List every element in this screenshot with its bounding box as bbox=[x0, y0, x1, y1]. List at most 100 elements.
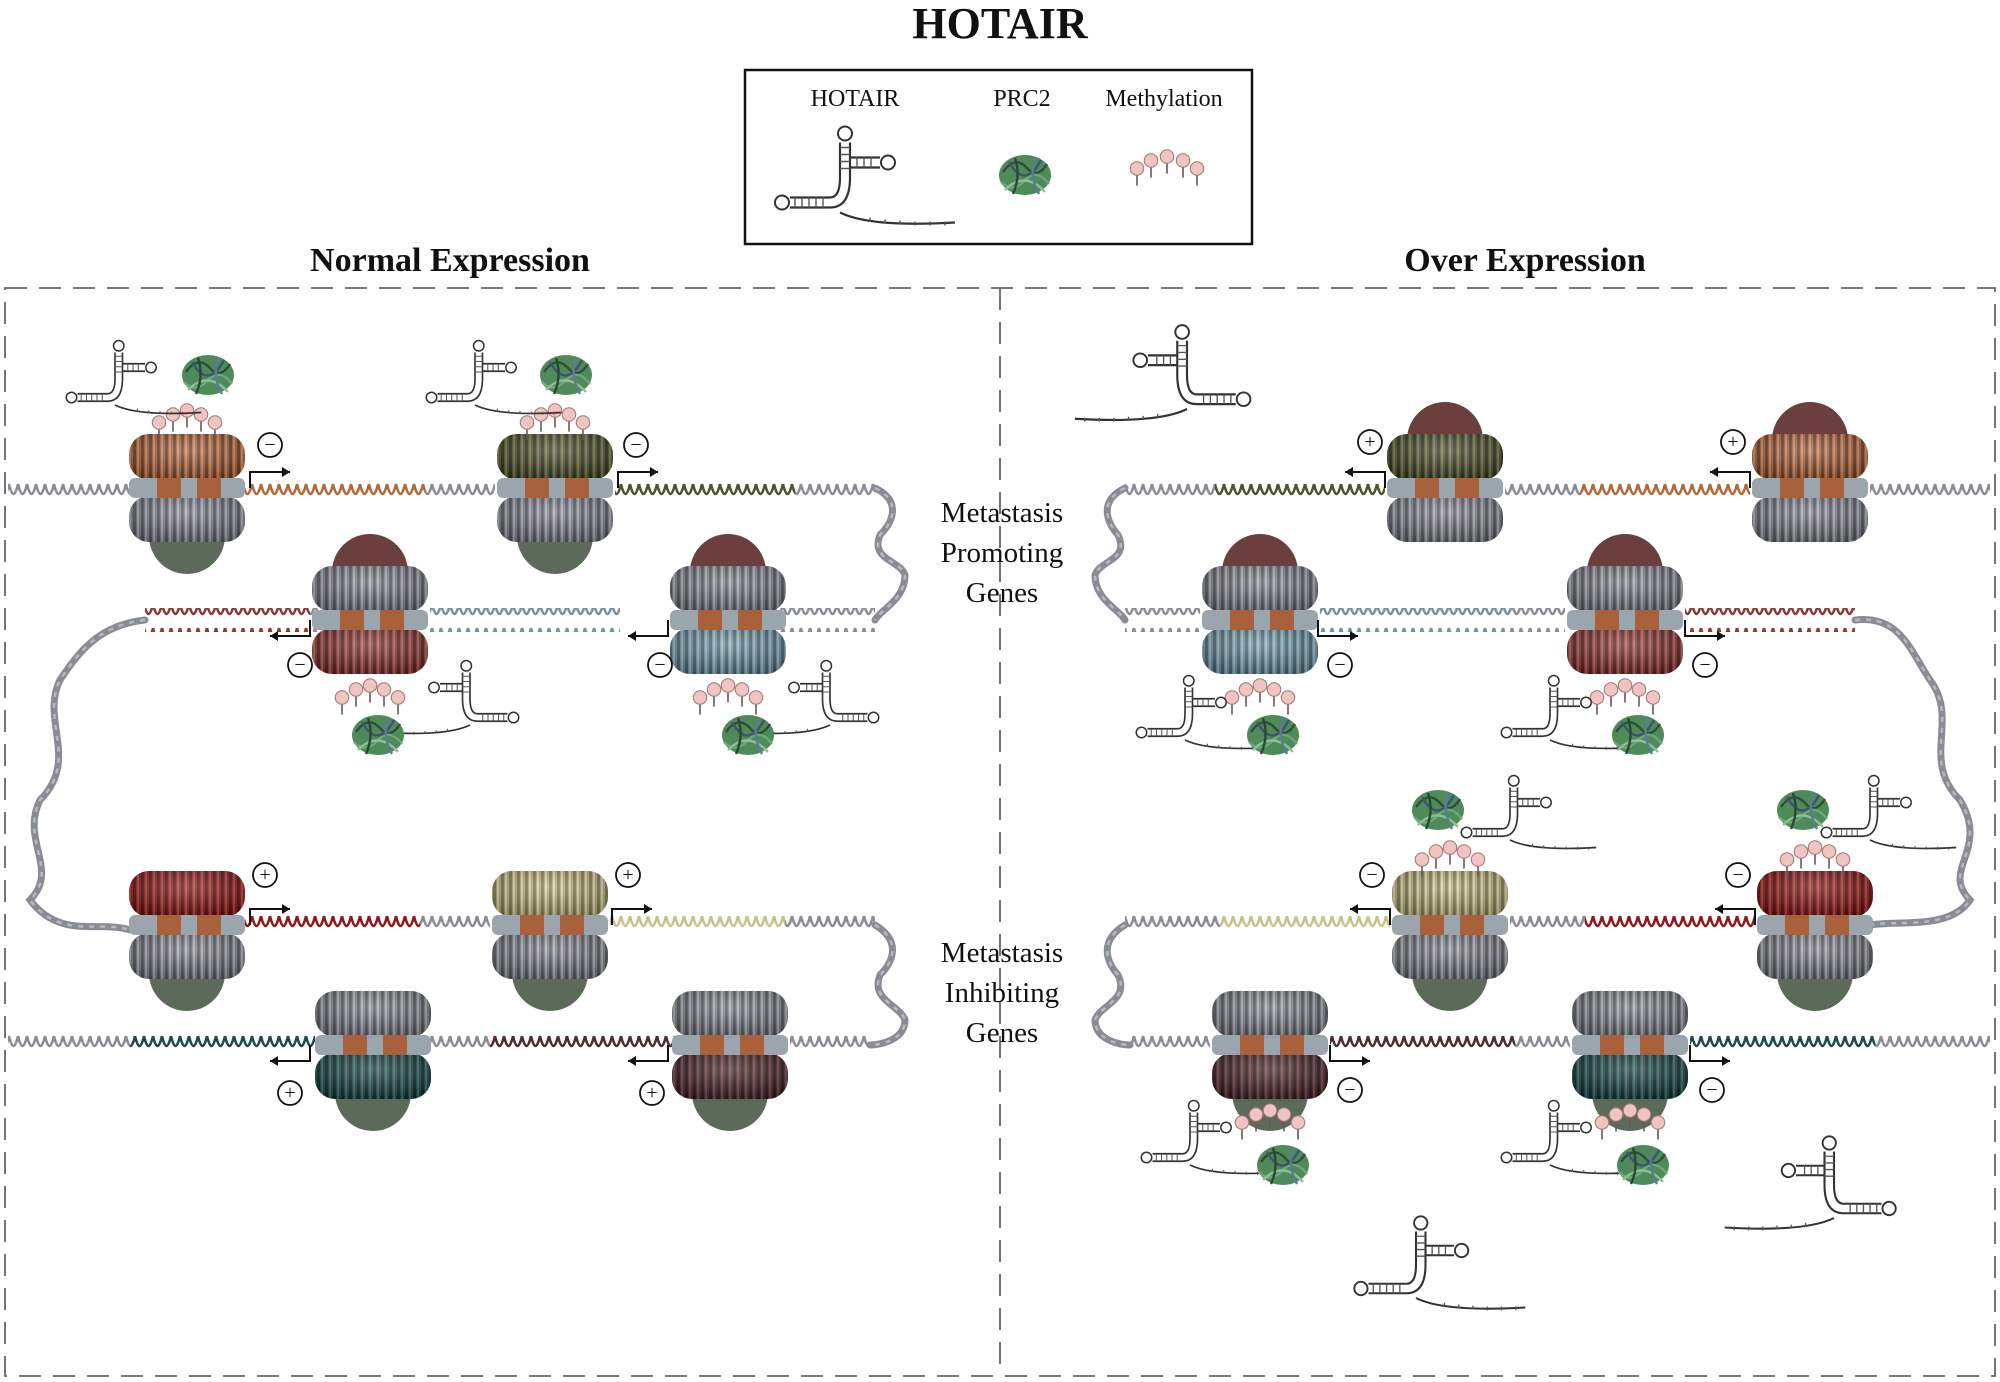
prc2-complex bbox=[1615, 1143, 1671, 1187]
hotair-rna bbox=[65, 339, 203, 416]
sign-text: − bbox=[1732, 864, 1743, 886]
sign-text: − bbox=[264, 434, 275, 456]
histone-band bbox=[1572, 1035, 1688, 1055]
sign-text: + bbox=[646, 1082, 657, 1104]
panel-title-over: Over Expression bbox=[1404, 242, 1646, 279]
dna-strand bbox=[1320, 608, 1510, 632]
dna-loop bbox=[866, 921, 909, 1049]
nucleosome-red bbox=[312, 534, 428, 674]
promoter-arrow bbox=[270, 1045, 311, 1066]
sign-text: + bbox=[1727, 431, 1738, 453]
dna-strand bbox=[1515, 1033, 1570, 1057]
methylation-mark bbox=[561, 406, 577, 432]
nucleosome-maroon bbox=[672, 991, 788, 1131]
regulation-sign: + bbox=[615, 862, 641, 888]
methylation-mark bbox=[720, 677, 736, 703]
promoter-arrow bbox=[1710, 467, 1751, 488]
sign-text: − bbox=[294, 654, 305, 676]
regulation-sign: − bbox=[1337, 1077, 1363, 1103]
promoter-arrow bbox=[1345, 467, 1386, 488]
methylation-mark bbox=[390, 689, 406, 715]
methylation-mark bbox=[1252, 677, 1268, 703]
methylation-mark bbox=[1456, 843, 1472, 869]
regulation-sign: − bbox=[1359, 862, 1385, 888]
dna-strand bbox=[130, 1033, 315, 1057]
methylation-mark bbox=[692, 689, 708, 715]
promoter-arrow bbox=[617, 467, 658, 488]
legend-label-hotair: HOTAIR bbox=[811, 86, 900, 112]
histone-band bbox=[1752, 478, 1868, 498]
dna-strand bbox=[1510, 913, 1585, 937]
dna-strand bbox=[1125, 476, 1215, 500]
methylation-mark bbox=[179, 402, 195, 428]
dna-strand bbox=[790, 1033, 870, 1057]
dna-strand bbox=[785, 913, 875, 937]
regulation-sign: − bbox=[1699, 1077, 1725, 1103]
methylation-mark bbox=[348, 681, 364, 707]
nucleosome-olive bbox=[1387, 402, 1503, 542]
promoter-arrow bbox=[1350, 904, 1391, 925]
svg-text:Metastasis: Metastasis bbox=[941, 937, 1063, 969]
sign-text: − bbox=[654, 654, 665, 676]
regulation-sign: + bbox=[639, 1080, 665, 1106]
methylation-mark bbox=[1821, 843, 1837, 869]
diagram-title: HOTAIR bbox=[912, 0, 1088, 48]
regulation-sign: − bbox=[1725, 862, 1751, 888]
dna-strand bbox=[1585, 913, 1755, 937]
dna-strand bbox=[1685, 608, 1855, 632]
dna-loop bbox=[1091, 484, 1129, 624]
center-label-promoting: Metastasis Promoting Genes bbox=[941, 497, 1063, 609]
methylation-mark bbox=[1224, 689, 1240, 715]
methylation-mark bbox=[706, 681, 722, 707]
prc2-complex-icon bbox=[997, 153, 1053, 197]
methylation-mark bbox=[1442, 839, 1458, 865]
histone-band bbox=[1202, 610, 1318, 630]
dna-strand bbox=[615, 476, 795, 500]
promoter-arrow bbox=[628, 620, 669, 641]
hotair-rna bbox=[1073, 323, 1252, 423]
promoter-arrow bbox=[270, 620, 311, 641]
hotair-rna bbox=[1353, 1215, 1527, 1312]
legend-box: HOTAIR PRC2 Methylation bbox=[743, 68, 1254, 246]
sign-text: − bbox=[630, 434, 641, 456]
methylation-mark bbox=[334, 689, 350, 715]
legend-label-prc2: PRC2 bbox=[993, 86, 1050, 112]
nucleosome-orange bbox=[129, 434, 245, 574]
regulation-sign: − bbox=[623, 432, 649, 458]
dna-strand bbox=[795, 476, 875, 500]
dna-strand bbox=[1125, 913, 1220, 937]
sign-text: − bbox=[1699, 654, 1710, 676]
promoter-arrow bbox=[611, 904, 652, 925]
prc2-complex bbox=[1410, 788, 1466, 832]
dna-strand bbox=[245, 476, 425, 500]
nucleosome-teal bbox=[315, 991, 431, 1131]
dna-strand bbox=[1220, 913, 1390, 937]
chromatin-scene: −−−−++++++−−−−−− bbox=[8, 323, 1990, 1312]
hotair-rna bbox=[1820, 774, 1958, 851]
methylation-mark bbox=[362, 677, 378, 703]
promoter-arrow bbox=[249, 467, 290, 488]
sign-text: + bbox=[284, 1082, 295, 1104]
regulation-sign: + bbox=[252, 862, 278, 888]
methylation-cluster bbox=[334, 677, 406, 715]
histone-band bbox=[497, 478, 613, 498]
svg-text:Genes: Genes bbox=[966, 1017, 1038, 1049]
dna-strand bbox=[610, 913, 785, 937]
dna-strand bbox=[420, 913, 490, 937]
methylation-mark bbox=[193, 406, 209, 432]
dna-strand bbox=[145, 608, 310, 632]
regulation-sign: − bbox=[1327, 652, 1353, 678]
histone-band bbox=[1567, 610, 1683, 630]
histone-band bbox=[1392, 915, 1508, 935]
methylation-mark bbox=[1617, 677, 1633, 703]
promoter-arrow bbox=[1329, 1045, 1370, 1066]
methylation-mark bbox=[1807, 839, 1823, 865]
methylation-mark bbox=[1650, 1114, 1666, 1140]
dna-strand bbox=[8, 1033, 130, 1057]
hotair-rna bbox=[1460, 774, 1598, 851]
prc2-complex bbox=[180, 353, 236, 397]
methylation-mark bbox=[1428, 843, 1444, 869]
methylation-mark bbox=[1238, 681, 1254, 707]
methylation-mark bbox=[1631, 681, 1647, 707]
regulation-sign: + bbox=[277, 1080, 303, 1106]
